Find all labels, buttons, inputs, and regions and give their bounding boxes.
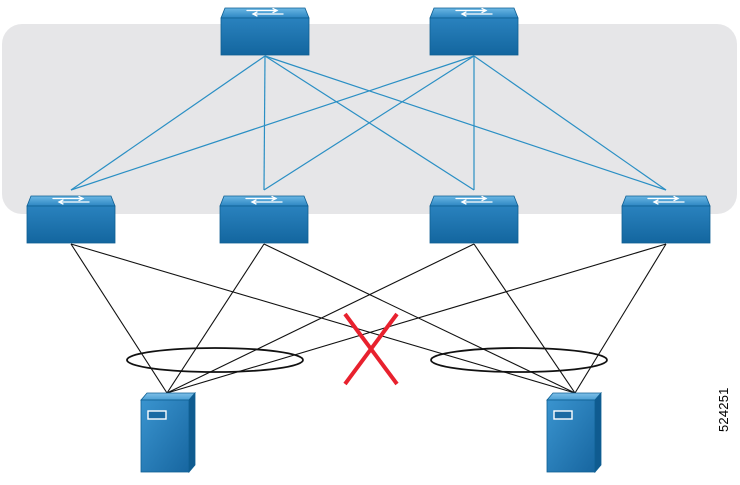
fabric-link [70,55,266,191]
host-link [70,243,576,394]
fabric-link [70,55,475,191]
server-right-server-icon [546,392,602,473]
host-link [473,243,576,394]
spine-switch-2-switch-icon [429,7,519,56]
leaf-switch-2-switch-icon [219,195,309,244]
figure-id-label: 524251 [716,387,731,432]
host-link [574,243,667,394]
leaf-switch-4-switch-icon [621,195,711,244]
host-links [70,243,667,394]
fabric-link [263,55,266,191]
host-link [263,243,576,394]
port-channel-left-ellipse-bundle-icon [126,347,304,373]
leaf-switch-3-switch-icon [429,195,519,244]
host-link [166,243,265,394]
spine-switch-1-switch-icon [220,7,310,56]
fabric-link [473,55,667,191]
blocked-red-x-icon [343,312,399,386]
server-left-server-icon [140,392,196,473]
port-channel-right-ellipse-bundle-icon [430,347,608,373]
fabric-background-panel [2,24,737,214]
fabric-link [264,55,667,191]
fabric-links [70,55,667,191]
fabric-link [263,55,475,191]
host-link [166,243,475,394]
host-link [166,243,667,394]
leaf-switch-1-switch-icon [26,195,116,244]
host-link [70,243,168,394]
